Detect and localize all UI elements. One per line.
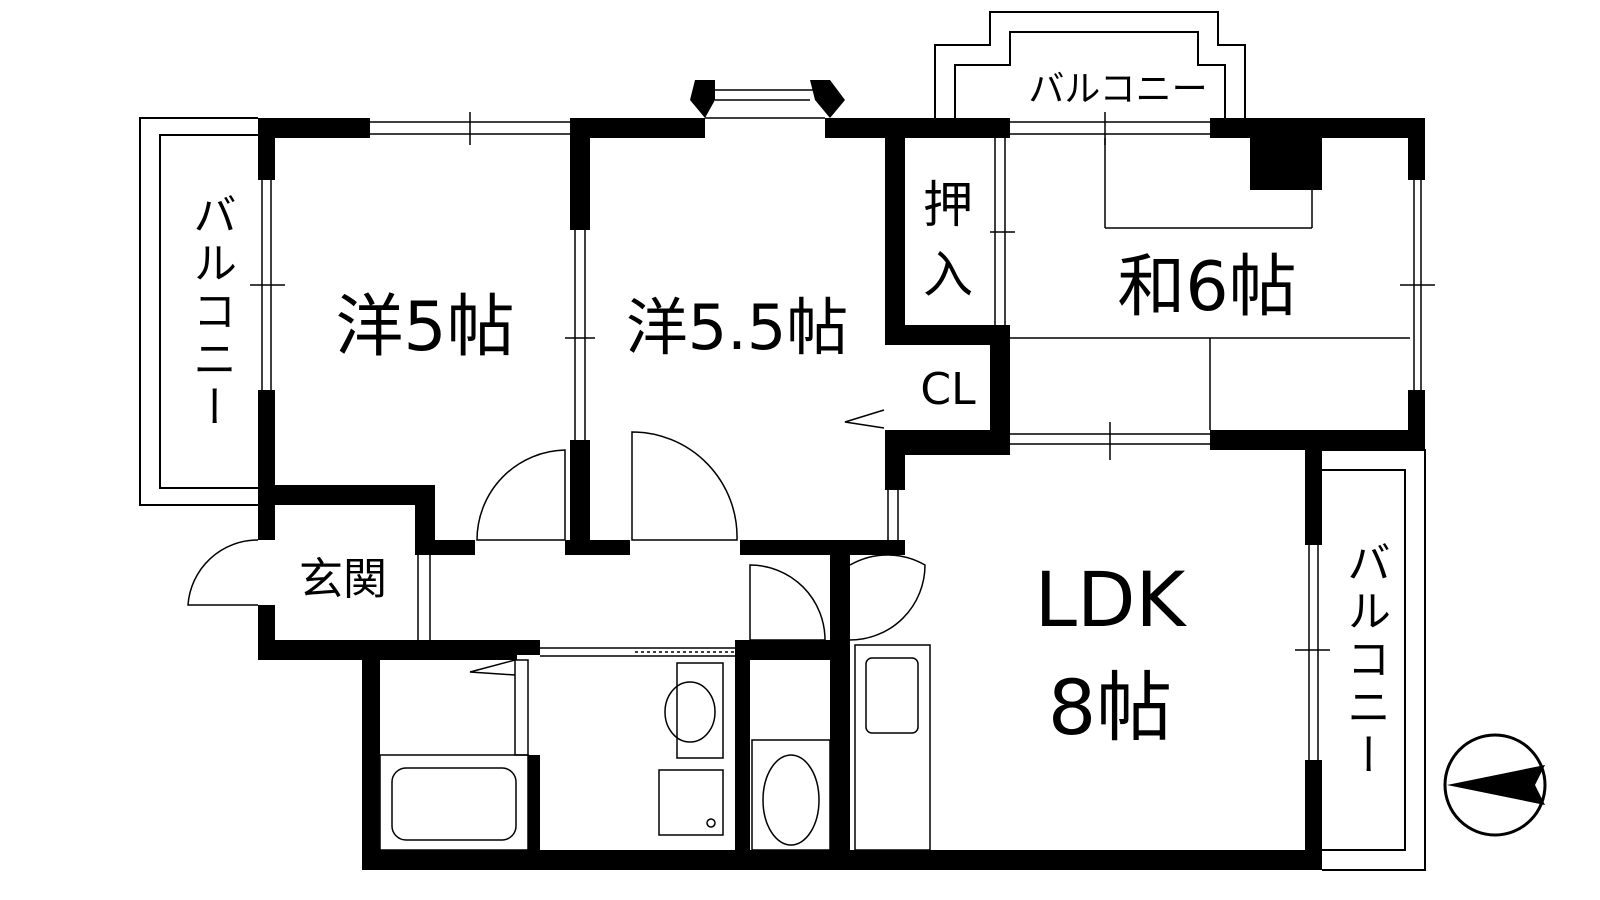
room-label-entrance: 玄関 [299, 554, 387, 605]
walls [258, 80, 1425, 870]
room-label-closet: CL [920, 364, 976, 415]
room-label-western-5: 洋5帖 [335, 288, 515, 367]
room-label-japanese-6: 和6帖 [1117, 248, 1297, 327]
balcony-label-left: バルコニー [185, 192, 236, 432]
doors-and-fixtures [187, 409, 931, 851]
windows [250, 89, 1435, 760]
room-label-ldk-size: 8帖 [1047, 663, 1173, 752]
north-arrow-icon [1443, 733, 1547, 837]
balcony-label-top: バルコニー [1028, 69, 1208, 110]
room-label-western-5-5: 洋5.5帖 [625, 291, 849, 364]
room-label-oshiire-2: 入 [923, 246, 973, 304]
room-label-oshiire-1: 押 [923, 176, 973, 234]
balcony-label-right: バルコニー [1339, 540, 1390, 780]
room-label-ldk: LDK [1034, 555, 1186, 644]
